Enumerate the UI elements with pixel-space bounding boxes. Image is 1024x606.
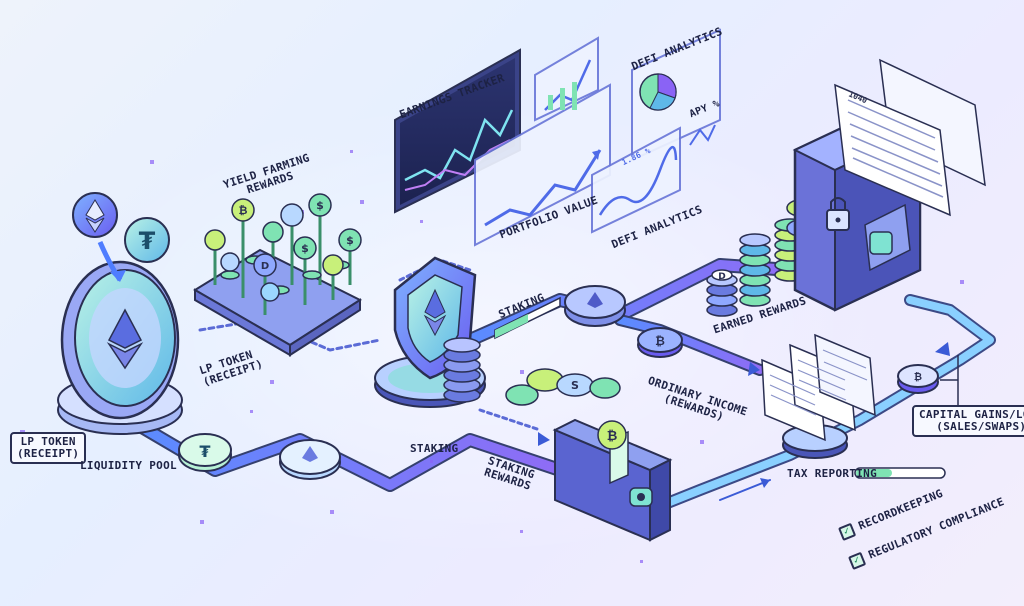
bitcoin-coin-upper: ₿ [638,328,682,357]
ethereum-coin-upper [565,286,625,326]
tether-coin-path: ₮ [179,434,231,471]
capital-gains-label: CAPITAL GAINS/LOSS (SALES/SWAPS) [912,405,1024,437]
svg-text:$: $ [301,242,309,255]
svg-text:S: S [571,379,579,392]
tether-coin-top: ₮ [125,218,169,262]
lp-token-left-line2: (RECEIPT) [17,448,79,460]
ethereum-coin-path [280,440,340,479]
staking-label: STAKING [410,443,458,455]
liquidity-pool [58,262,182,434]
svg-text:D: D [261,261,269,272]
svg-text:$: $ [316,199,324,212]
svg-text:₮: ₮ [139,227,156,255]
capital-gains-line2: (SALES/SWAPS) [919,421,1024,433]
svg-text:₿: ₿ [239,204,248,217]
svg-text:₿: ₿ [655,334,665,348]
capital-gains-coin: ₿ [898,365,938,393]
svg-text:₿: ₿ [914,371,922,383]
staked-coin-stack [444,338,480,402]
ethereum-coin-top [73,193,117,237]
svg-text:$: $ [346,234,354,247]
svg-text:₮: ₮ [199,442,210,461]
svg-text:₿: ₿ [607,429,618,444]
svg-text:D: D [718,272,725,282]
arrow-to-docs [935,342,950,356]
lp-token-left-label: LP TOKEN (RECEIPT) [10,432,86,464]
liquidity-pool-label: LIQUIDITY POOL [80,460,177,472]
tax-reporting-label: TAX REPORTING [787,468,877,480]
bitcoin-coin-wallet: ₿ [598,421,626,449]
